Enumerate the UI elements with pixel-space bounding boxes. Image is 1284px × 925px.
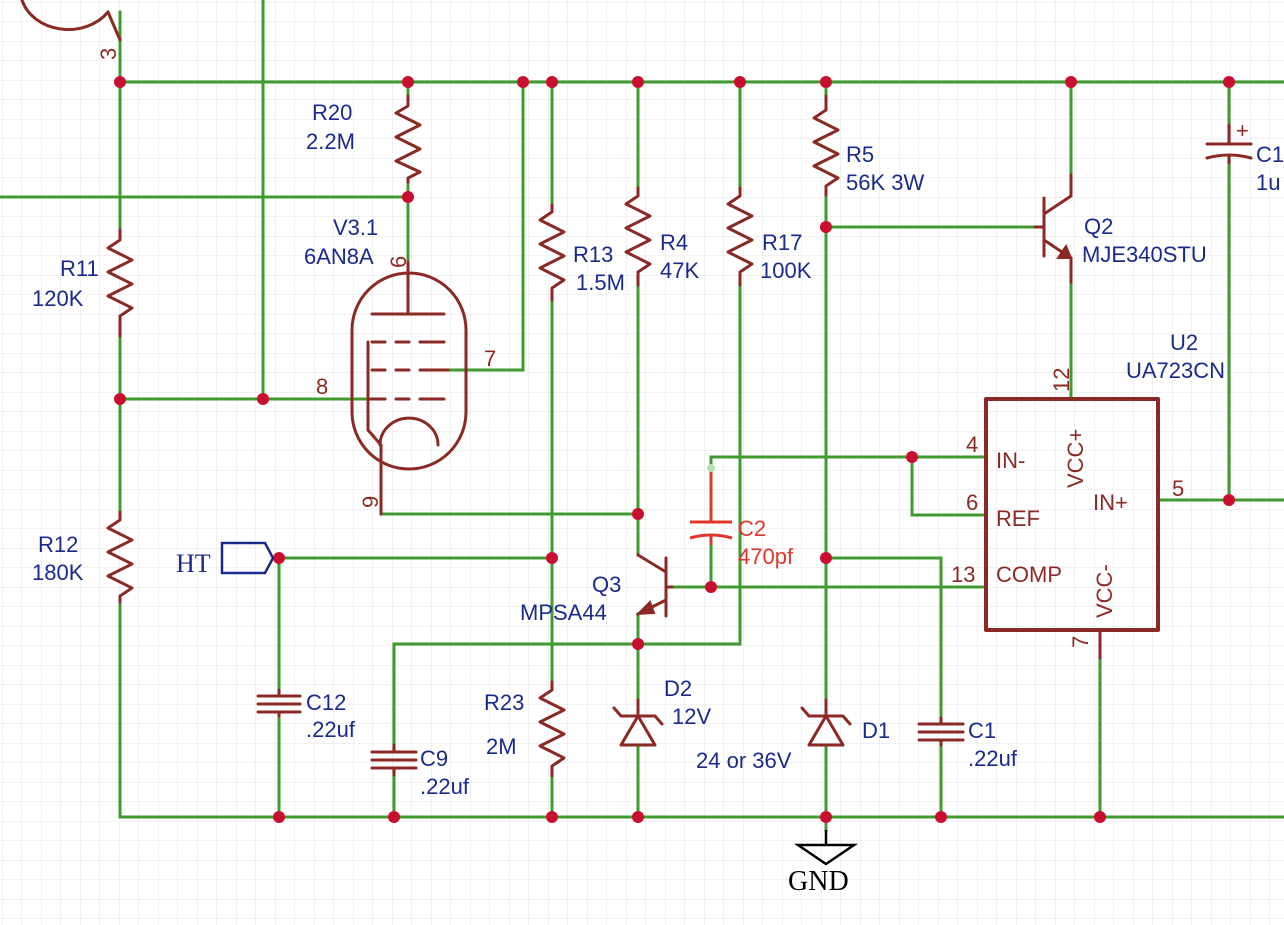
r11-ref: R11 [60, 256, 99, 281]
vacuum-tube-v31[interactable]: V3.1 6AN8A 6 7 8 9 [304, 215, 496, 516]
wires [0, 0, 1284, 832]
capacitor-c9[interactable]: C9 .22uf [370, 743, 470, 799]
net-label-ht[interactable]: HT [176, 541, 275, 578]
u2-label-vcc-plus: VCC+ [1063, 429, 1088, 488]
r5-value: 56K 3W [846, 170, 924, 195]
r20-ref: R20 [312, 100, 352, 125]
offsheet-component-top-left: 3 [20, 0, 122, 60]
resistor-r4[interactable]: R4 47K [624, 186, 699, 287]
capacitor-c1-top[interactable]: + C1 1u [1205, 118, 1284, 195]
d1-value: 24 or 36V [696, 748, 792, 773]
capacitor-c2[interactable]: C2 470pf [689, 464, 794, 569]
c2-ref: C2 [738, 516, 766, 541]
resistor-r12[interactable]: R12 180K [32, 510, 134, 604]
r12-value: 180K [32, 560, 84, 585]
junctions [114, 76, 1235, 823]
v31-value: 6AN8A [304, 244, 374, 269]
r23-value: 2M [486, 734, 517, 759]
transistor-q2[interactable]: Q2 MJE340STU [1033, 173, 1207, 284]
c-top-value: 1u [1256, 170, 1280, 195]
u2-pin-6: 6 [966, 490, 978, 515]
resistor-r13[interactable]: R13 1.5M [538, 203, 625, 302]
u2-pin-4: 4 [966, 432, 978, 457]
q3-value: MPSA44 [520, 600, 607, 625]
zener-diode-d1[interactable]: D1 24 or 36V [696, 698, 890, 773]
q2-value: MJE340STU [1082, 242, 1207, 267]
u2-pin-12: 12 [1049, 368, 1074, 392]
c2-value: 470pf [738, 544, 794, 569]
zener-diode-d2[interactable]: D2 12V [612, 676, 711, 747]
tube-pin-8: 8 [316, 374, 328, 399]
tube-pin-9: 9 [358, 496, 383, 508]
u2-label-comp: COMP [996, 562, 1062, 587]
u2-label-ref: REF [996, 506, 1040, 531]
r17-value: 100K [760, 258, 812, 283]
c9-value: .22uf [420, 774, 470, 799]
d1-ref: D1 [862, 718, 890, 743]
r5-ref: R5 [846, 142, 874, 167]
r23-ref: R23 [484, 690, 524, 715]
u2-ref: U2 [1170, 330, 1198, 355]
d2-value: 12V [672, 704, 711, 729]
v31-ref: V3.1 [333, 215, 378, 240]
resistor-r5[interactable]: R5 56K 3W [812, 94, 924, 197]
q3-ref: Q3 [592, 572, 621, 597]
u2-label-in-minus: IN- [996, 448, 1025, 473]
polarity-mark: + [1236, 118, 1249, 143]
resistor-r23[interactable]: R23 2M [484, 680, 566, 778]
r11-value: 120K [32, 286, 84, 311]
pin-3-label: 3 [96, 48, 121, 60]
tube-pin-7: 7 [484, 346, 496, 371]
capacitor-c1[interactable]: C1 .22uf [917, 716, 1018, 771]
c1-value: .22uf [968, 746, 1018, 771]
u2-pin-13: 13 [951, 562, 975, 587]
u2-label-in-plus: IN+ [1093, 490, 1128, 515]
r4-ref: R4 [660, 230, 688, 255]
u2-pin-5: 5 [1172, 476, 1184, 501]
resistor-r17[interactable]: R17 100K [726, 186, 812, 287]
c-top-ref: C1 [1256, 142, 1284, 167]
resistor-r11[interactable]: R11 120K [32, 228, 134, 338]
r20-value: 2.2M [306, 129, 355, 154]
transistor-q3[interactable]: Q3 MPSA44 [520, 553, 674, 625]
c12-value: .22uf [306, 717, 356, 742]
ic-u2[interactable]: U2 UA723CN IN- REF COMP IN+ VCC+ VCC- 4 … [951, 330, 1225, 660]
c9-ref: C9 [420, 746, 448, 771]
r12-ref: R12 [38, 532, 78, 557]
r13-ref: R13 [573, 242, 613, 267]
ground-symbol[interactable]: GND [788, 830, 859, 897]
d2-ref: D2 [664, 676, 692, 701]
r13-value: 1.5M [576, 270, 625, 295]
u2-value: UA723CN [1126, 358, 1225, 383]
gnd-label: GND [788, 866, 849, 897]
c12-ref: C12 [306, 690, 346, 715]
capacitor-c12[interactable]: C12 .22uf [256, 688, 356, 742]
q2-ref: Q2 [1084, 214, 1113, 239]
r17-ref: R17 [762, 230, 802, 255]
c1-ref: C1 [968, 718, 996, 743]
u2-label-vcc-minus: VCC- [1092, 564, 1117, 618]
ht-label: HT [176, 549, 211, 578]
u2-pin-7: 7 [1068, 636, 1093, 648]
r4-value: 47K [660, 258, 699, 283]
resistor-r20[interactable]: R20 2.2M [306, 94, 422, 184]
tube-pin-6: 6 [386, 256, 411, 268]
